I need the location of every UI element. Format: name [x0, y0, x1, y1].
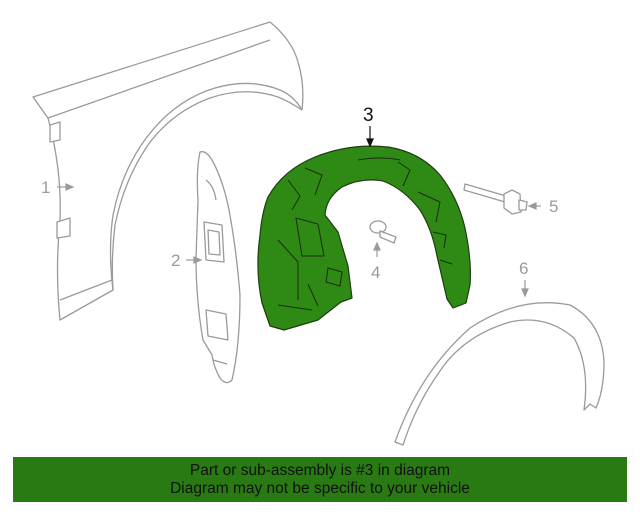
callout-3: 3	[363, 105, 374, 126]
leader-line-3	[366, 126, 374, 148]
callout-6: 6	[519, 259, 528, 278]
leader-lines	[57, 183, 541, 298]
wheel-molding-part	[394, 302, 605, 446]
info-banner: Part or sub-assembly is #3 in diagram Di…	[13, 457, 627, 502]
parts-diagram: 1 2 3 4 5 6	[32, 21, 605, 446]
callout-2: 2	[171, 251, 180, 270]
retainer-clip-part	[369, 220, 397, 244]
fender-part	[32, 21, 304, 321]
callout-4: 4	[371, 263, 380, 282]
callout-1: 1	[41, 178, 50, 197]
banner-line-1: Part or sub-assembly is #3 in diagram	[189, 461, 451, 479]
screw-part	[463, 183, 528, 215]
wheelhouse-liner-part	[257, 145, 472, 331]
callout-5: 5	[549, 197, 558, 216]
banner-line-2: Diagram may not be specific to your vehi…	[170, 479, 470, 497]
insulator-part	[195, 151, 241, 384]
